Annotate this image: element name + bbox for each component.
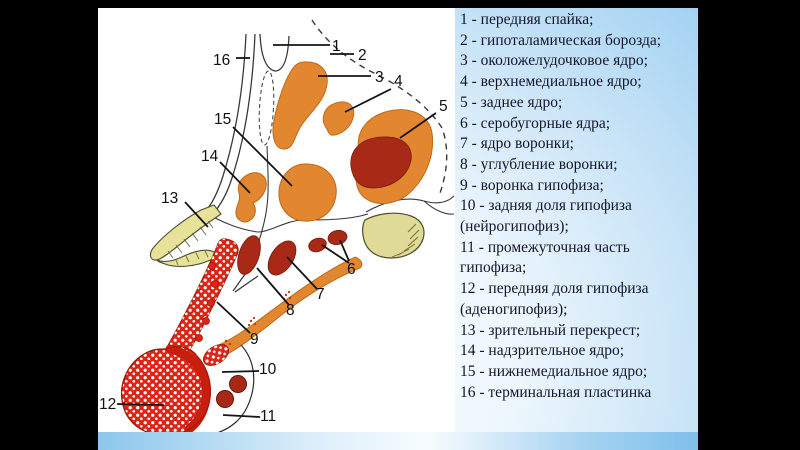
legend: 1 - передняя спайка; 2 - гипоталамическа… bbox=[460, 10, 692, 403]
hypothalamus-diagram: 1 2 3 4 5 6 7 8 9 10 11 12 13 14 15 16 bbox=[99, 19, 455, 437]
legend-item-11: 11 - промежуточная часть гипофиза; bbox=[460, 238, 630, 277]
slide: 1 2 3 4 5 6 7 8 9 10 11 12 13 14 15 16 1… bbox=[98, 8, 698, 450]
leader-14 bbox=[219, 161, 251, 194]
leader-10 bbox=[221, 370, 260, 373]
mamillary-body bbox=[362, 212, 425, 259]
legend-item-6: 6 - серобугорные ядра; bbox=[460, 114, 611, 132]
legend-item-3: 3 - околожелудочковое ядро; bbox=[460, 52, 648, 70]
legend-item-10: 10 - задняя доля гипофиза (нейрогипофиз)… bbox=[460, 197, 632, 236]
leader-5 bbox=[399, 112, 437, 139]
leader-15 bbox=[232, 126, 293, 187]
diagram-label-13: 13 bbox=[161, 190, 178, 207]
diagram-label-3: 3 bbox=[375, 69, 384, 86]
legend-item-1: 1 - передняя спайка; bbox=[460, 11, 594, 28]
slide-bottom-bar bbox=[98, 432, 698, 450]
leader-lines bbox=[116, 44, 437, 418]
hypothalamic-sulcus-dashed-line bbox=[311, 19, 448, 197]
intermediate-part-band bbox=[165, 344, 211, 434]
leader-12 bbox=[116, 403, 165, 406]
diagram-label-9: 9 bbox=[250, 331, 259, 348]
diagram-label-10: 10 bbox=[259, 361, 277, 378]
diagram-label-1: 1 bbox=[332, 38, 341, 55]
tuber-contour-line bbox=[204, 211, 369, 233]
legend-item-5: 5 - заднее ядро; bbox=[460, 93, 563, 111]
infundibular-nucleus bbox=[267, 240, 297, 276]
diagram-label-14: 14 bbox=[201, 148, 219, 165]
leader-9 bbox=[216, 301, 251, 334]
diagram-panel: 1 2 3 4 5 6 7 8 9 10 11 12 13 14 15 16 bbox=[98, 8, 455, 437]
legend-item-8: 8 - углубление воронки; bbox=[460, 155, 618, 173]
leader-6a bbox=[321, 244, 350, 264]
chiasm-hatching bbox=[167, 220, 214, 266]
leader-4 bbox=[344, 88, 392, 113]
diagram-label-4: 4 bbox=[394, 73, 403, 90]
diagram-label-15: 15 bbox=[214, 111, 231, 128]
legend-item-4: 4 - верхнемедиальное ядро; bbox=[460, 73, 642, 91]
lamina-terminalis-lines bbox=[204, 33, 256, 216]
mamillary-hatching bbox=[391, 223, 420, 258]
legend-item-14: 14 - надзрительное ядро; bbox=[460, 342, 625, 360]
superomedial-nucleus bbox=[322, 101, 355, 136]
pituitary-gland bbox=[121, 344, 211, 436]
leader-13 bbox=[184, 201, 209, 228]
diagram-label-2: 2 bbox=[358, 47, 367, 64]
diagram-number-labels: 1 2 3 4 5 6 7 8 9 10 11 12 13 14 15 16 bbox=[99, 38, 448, 425]
legend-item-13: 13 - зрительный перекрест; bbox=[460, 321, 641, 339]
capsule-small-nuclei bbox=[216, 375, 247, 408]
leader-11 bbox=[222, 414, 261, 418]
legend-item-16: 16 - терминальная пластинка bbox=[460, 383, 652, 401]
legend-item-2: 2 - гипоталамическая борозда; bbox=[460, 31, 662, 49]
optic-chiasm bbox=[149, 204, 222, 267]
leader-7 bbox=[286, 256, 318, 290]
diagram-label-16: 16 bbox=[213, 52, 230, 69]
supraoptic-nucleus bbox=[235, 172, 267, 223]
stalk-bumps bbox=[195, 262, 219, 342]
legend-item-9: 9 - воронка гипофиза; bbox=[460, 176, 604, 194]
leader-6b bbox=[339, 239, 350, 262]
diagram-label-12: 12 bbox=[99, 396, 116, 413]
diagram-label-6: 6 bbox=[347, 261, 356, 278]
inferomedial-nucleus bbox=[278, 163, 337, 222]
paraventricular-nucleus bbox=[272, 61, 328, 150]
tuberal-nuclei bbox=[237, 229, 348, 276]
leader-8 bbox=[256, 267, 290, 306]
diagram-label-11: 11 bbox=[260, 408, 276, 425]
diagram-label-8: 8 bbox=[286, 302, 295, 319]
diagram-label-5: 5 bbox=[439, 98, 448, 115]
infundibulum-transition bbox=[202, 344, 230, 366]
posterior-nucleus-core bbox=[350, 136, 412, 189]
legend-item-7: 7 - ядро воронки; bbox=[460, 135, 574, 153]
diagram-label-7: 7 bbox=[316, 286, 325, 303]
legend-item-15: 15 - нижнемедиальное ядро; bbox=[460, 362, 648, 380]
anterior-commissure-curve bbox=[259, 33, 290, 72]
ventricle-recess-oval bbox=[258, 70, 275, 146]
legend-item-12: 12 - передняя доля гипофиза (аденогипофи… bbox=[460, 280, 649, 318]
